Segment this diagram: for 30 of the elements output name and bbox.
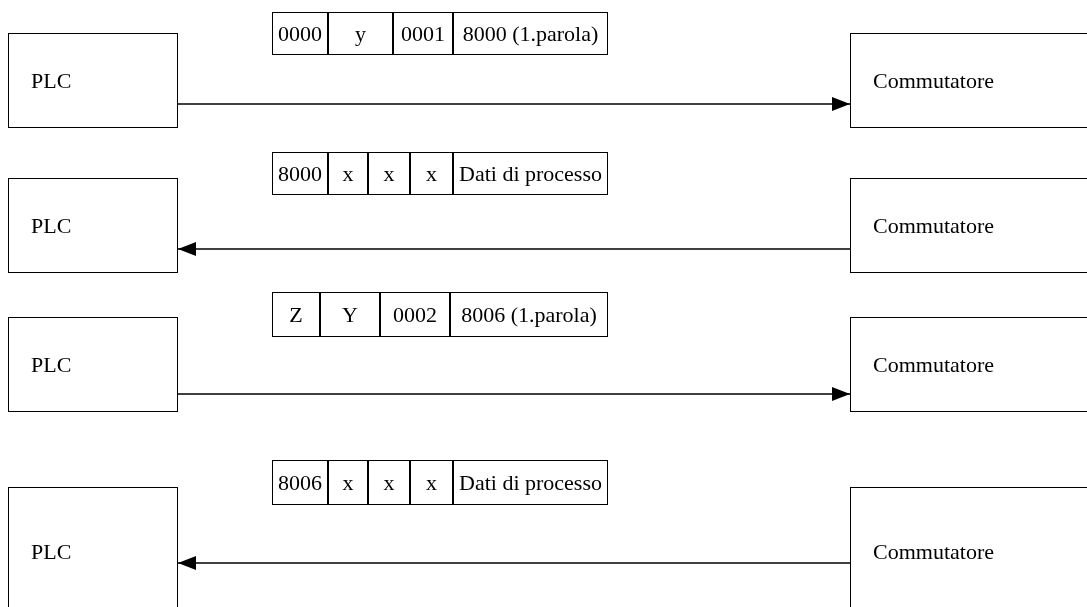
frame-cell: x: [410, 152, 453, 195]
frame-cell: 8000: [272, 152, 328, 195]
device-box: PLC: [8, 178, 178, 273]
frame-cell: Dati di processo: [453, 460, 608, 505]
frame-cell: 8000 (1.parola): [453, 12, 608, 55]
frame-cell: Z: [272, 292, 320, 337]
frame-cell: x: [368, 460, 410, 505]
device-box: Commutatore: [850, 178, 1087, 273]
frame-cell: x: [368, 152, 410, 195]
frame-cell: x: [328, 152, 368, 195]
arrow: [177, 242, 851, 256]
frame-cell: y: [328, 12, 393, 55]
arrow: [177, 556, 851, 570]
device-box: Commutatore: [850, 317, 1087, 412]
frame-cell: 0002: [380, 292, 450, 337]
frame-cell: Y: [320, 292, 380, 337]
device-box: PLC: [8, 33, 178, 128]
frame-cell: 8006 (1.parola): [450, 292, 608, 337]
frame-cell: 8006: [272, 460, 328, 505]
device-box: PLC: [8, 317, 178, 412]
frame-cell: Dati di processo: [453, 152, 608, 195]
device-box: Commutatore: [850, 33, 1087, 128]
frame-cell: 0001: [393, 12, 453, 55]
frame-cell: x: [328, 460, 368, 505]
arrow: [177, 387, 851, 401]
device-box: Commutatore: [850, 487, 1087, 607]
device-box: PLC: [8, 487, 178, 607]
frame-cell: 0000: [272, 12, 328, 55]
frame-cell: x: [410, 460, 453, 505]
arrow: [177, 97, 851, 111]
